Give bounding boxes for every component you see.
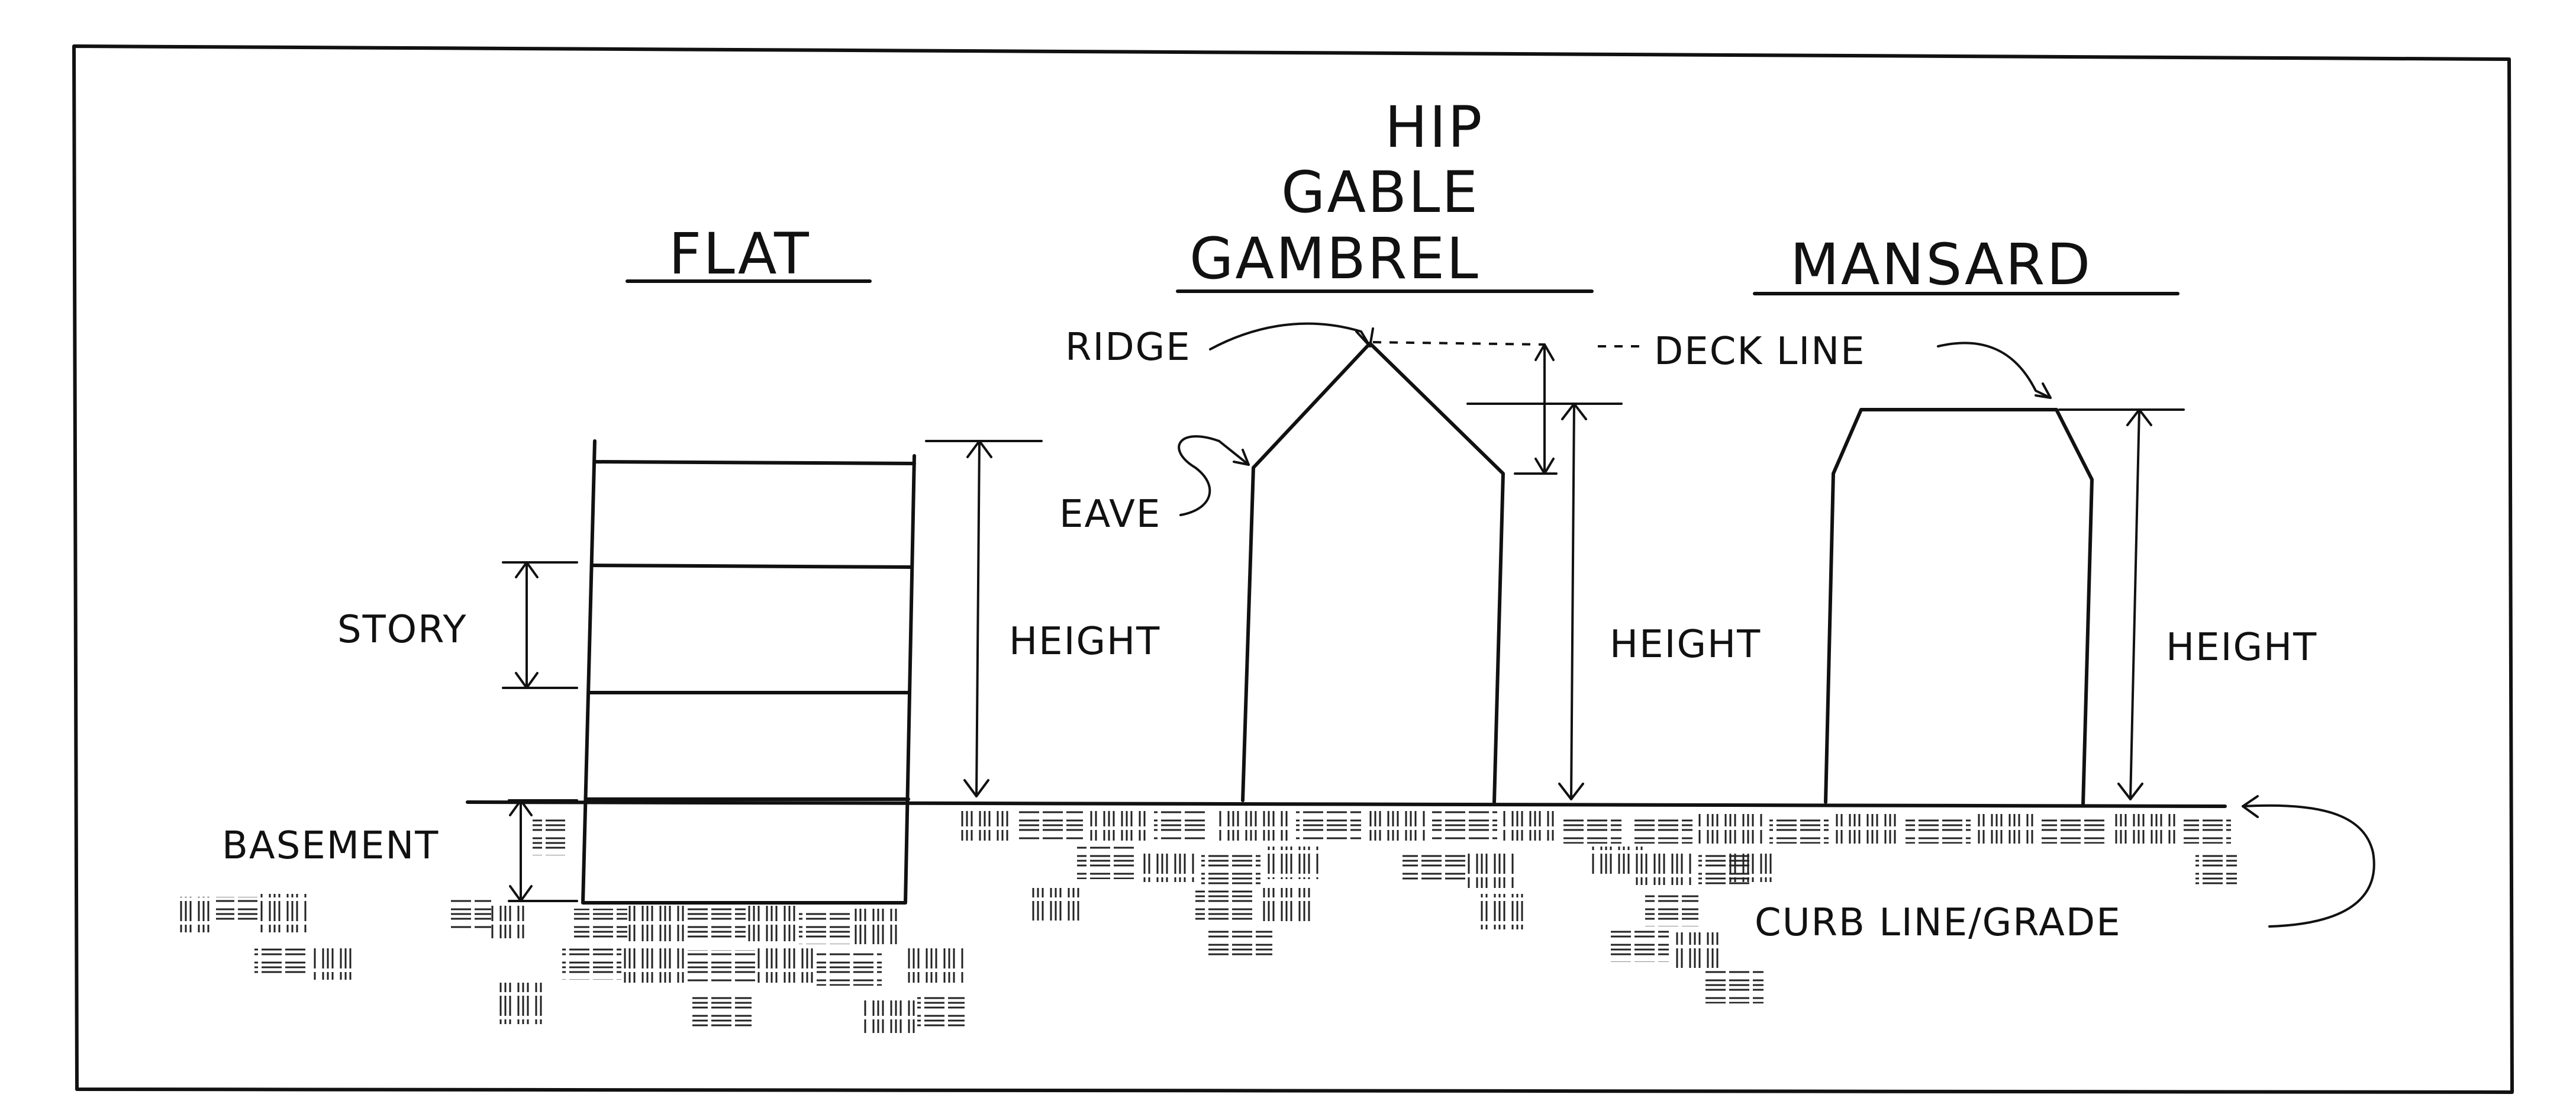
- eave-label: EAVE: [1059, 493, 1161, 536]
- mansard-height-dimension: [2058, 408, 2185, 800]
- story-dimension: [502, 561, 578, 689]
- mansard-building: [1824, 408, 2094, 807]
- eave-leader: [1178, 435, 1250, 516]
- ridge-leader: [1209, 322, 1371, 350]
- frame-border: [72, 44, 2514, 1094]
- story-label: STORY: [337, 608, 468, 652]
- flat-building: [581, 439, 916, 905]
- curb-line-label: CURB LINE/GRADE: [1755, 901, 2122, 945]
- title-gambrel: GAMBREL: [1189, 226, 1480, 292]
- ridge-eave-dimension: [1514, 343, 1558, 475]
- ridge-dashed-line: [1372, 341, 1545, 346]
- title-mansard: MANSARD: [1790, 231, 2092, 298]
- basement-label: BASEMENT: [222, 824, 439, 868]
- flat-height-dimension: [925, 440, 1043, 797]
- curb-line: [466, 800, 2227, 808]
- ridge-label: RIDGE: [1065, 326, 1191, 369]
- mansard-height-label: HEIGHT: [2166, 626, 2317, 670]
- curb-line-leader: [2242, 804, 2375, 928]
- flat-height-label: HEIGHT: [1009, 620, 1160, 664]
- deck-line-label: DECK LINE: [1654, 330, 1866, 374]
- gable-height-dimension: [1466, 403, 1623, 800]
- title-hip: HIP: [1385, 94, 1484, 160]
- title-flat: FLAT: [669, 221, 811, 287]
- basement-dimension: [508, 799, 578, 902]
- gable-height-label: HEIGHT: [1610, 623, 1761, 667]
- ground-hatching: [178, 811, 2237, 1033]
- gable-building: [1241, 342, 1505, 804]
- title-gable: GABLE: [1281, 159, 1479, 226]
- deck-line-leader: [1937, 342, 2052, 399]
